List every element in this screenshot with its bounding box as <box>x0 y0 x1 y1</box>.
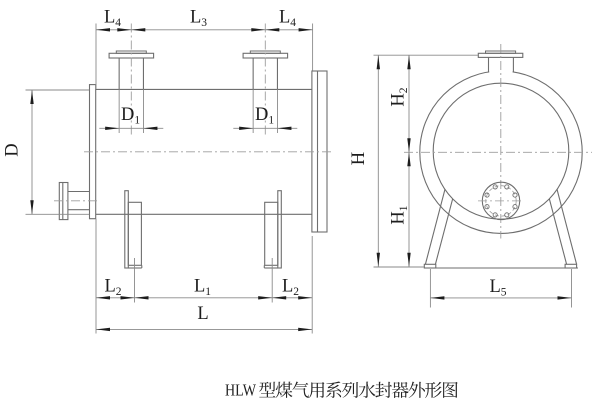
svg-text:H: H <box>349 152 369 165</box>
svg-text:D: D <box>3 143 23 156</box>
svg-text:L: L <box>197 304 208 324</box>
svg-text:HLW: HLW <box>225 381 257 400</box>
